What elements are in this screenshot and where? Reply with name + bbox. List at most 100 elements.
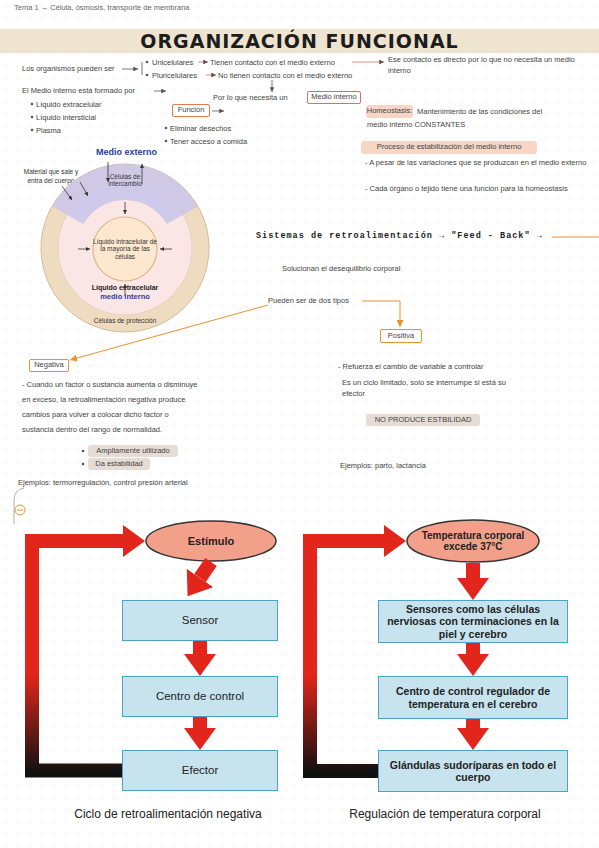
node-text: Glándulas sudoríparas en todo el cuerpo: [385, 759, 561, 783]
stimulus-ellipse: Temperatura corporal excede 37°C: [406, 519, 540, 563]
flow-arrow: [466, 719, 480, 728]
figure-caption: Ciclo de retroalimentación negativa: [20, 806, 316, 823]
note-text: Ese contacto es directo por lo que no ne…: [388, 55, 593, 76]
circle-shape: [93, 217, 157, 281]
bullet: [31, 103, 34, 106]
node-text: Células de intercambio: [95, 173, 155, 188]
note-text: Líquido intersticial: [36, 113, 146, 124]
process-box: Efector: [122, 750, 278, 791]
bullet: [82, 463, 85, 466]
note-text: - Refuerza el cambio de variable a contr…: [338, 362, 578, 373]
node-text: NO PRODUCE ESTBILIDAD: [375, 416, 472, 425]
highlight-term: Ampliamente utilizado: [88, 445, 178, 457]
process-box: Glándulas sudoríparas en todo el cuerpo: [378, 750, 568, 792]
note-arrow: [212, 111, 224, 112]
intracellular-circle: Líquido intracelular de la mayoría de la…: [92, 216, 158, 282]
flow-arrow: [125, 202, 126, 214]
bracket: [14, 488, 24, 524]
flow-arrow: [125, 284, 126, 296]
section-heading: Sistemas de retroalimentación → "Feed - …: [256, 231, 556, 243]
note-text: Pueden ser de dos tipos: [268, 296, 388, 307]
ellipse-shape: [407, 520, 539, 562]
exchange-arrows: [62, 162, 172, 296]
bullet: [146, 61, 149, 64]
note-text: Plasma: [36, 126, 146, 137]
page-title: ORGANIZACIÓN FUNCIONAL: [0, 29, 599, 53]
node-text: Estímulo: [188, 535, 234, 548]
flow-arrow: [193, 641, 207, 654]
exchange-cap: [52, 164, 198, 224]
leader-line: [62, 186, 72, 200]
section-rule: [552, 237, 599, 238]
feedback-loop-arrow: [310, 541, 384, 771]
highlight-term: NO PRODUCE ESTBILIDAD: [366, 414, 480, 426]
bullet: [31, 116, 34, 119]
note-text: Eliminar desechos: [170, 124, 280, 135]
orange-arrow: [362, 301, 400, 327]
highlight-term: Proceso de estabilización del medio inte…: [361, 141, 537, 154]
note-text: Solucionan el desequilibrio corporal: [282, 264, 482, 275]
node-text: Sensores como las células nerviosas con …: [385, 603, 561, 639]
boxed-term: Negativa: [29, 359, 69, 372]
figure-caption: Regulación de temperatura corporal: [298, 806, 592, 823]
process-box: Sensor: [122, 600, 278, 641]
flow-arrow: [78, 249, 90, 250]
flow-arrow: [160, 249, 172, 250]
node-text: medio interno: [70, 293, 180, 302]
bullet: [31, 129, 34, 132]
note-text: Por lo que necesita un: [213, 93, 307, 104]
process-box: Centro de control: [122, 676, 278, 717]
node-text: Negativa: [34, 361, 64, 370]
node-text: Proceso de estabilización del medio inte…: [377, 143, 522, 152]
bracket: [142, 62, 143, 75]
body-compartment-diagram: Células de intercambioLíquido extracelul…: [40, 160, 210, 336]
node-text: Células de protección: [80, 317, 170, 324]
flow-arrow: [108, 162, 109, 182]
note-text: - Cuando un factor o sustancia aumenta o…: [22, 377, 202, 437]
node-text: Función: [178, 106, 205, 115]
node-text: Positiva: [388, 332, 414, 341]
note-text: Es un ciclo limitado, solo se interrumpe…: [342, 378, 522, 399]
minus-symbol: [15, 505, 25, 515]
node-text: Efector: [182, 764, 218, 777]
node-text: Medio interno: [311, 93, 356, 102]
boxed-term: Positiva: [380, 329, 422, 343]
node-text: Centro de control regulador de temperatu…: [385, 685, 561, 709]
topic-header: Tema 1 → Célula, ósmosis, transporte de …: [14, 3, 334, 14]
note-text: Los organismos pueden ser: [22, 64, 142, 75]
title-banner: [0, 29, 599, 53]
feedback-loop-arrow: [32, 541, 123, 771]
bullet: [165, 140, 168, 143]
note-text: El Medio interno está formado por: [22, 86, 182, 97]
note-text: Pluricelulares: [152, 71, 214, 82]
process-box: Sensores como las células nerviosas con …: [378, 600, 568, 643]
leader-line: [80, 182, 88, 196]
minus-symbol: [17, 510, 23, 511]
note-text: Unicelulares: [152, 58, 212, 69]
region-label: Medio externo: [96, 146, 176, 159]
node-text: Ampliamente utilizado: [96, 447, 169, 456]
node-text: Líquido extracelular: [70, 284, 180, 292]
flow-arrow: [466, 643, 480, 654]
note-text: Tener acceso a comida: [170, 137, 290, 148]
node-text: Sensor: [182, 614, 218, 627]
flow-arrow: [200, 562, 211, 578]
highlight-term: Homeostasis:: [366, 105, 413, 118]
note-arrow: [352, 62, 384, 63]
flow-arrow: [142, 164, 143, 184]
note-text: Ejemplos: parto, lactancia: [340, 461, 500, 472]
process-box: Centro de control regulador de temperatu…: [378, 676, 568, 719]
note-text: Líquido extracelular: [36, 100, 146, 111]
flow-arrow: [466, 563, 480, 578]
boxed-term: Medio interno: [307, 91, 361, 104]
note-text: Tienen contacto con el medio externo: [210, 58, 370, 69]
node-text: Da estabilidad: [95, 460, 143, 469]
highlight-term: Da estabilidad: [88, 458, 150, 470]
stimulus-ellipse: Estímulo: [145, 520, 277, 562]
flow-arrow: [193, 717, 207, 728]
protection-ring: [41, 164, 209, 332]
note-arrow: [272, 80, 273, 92]
